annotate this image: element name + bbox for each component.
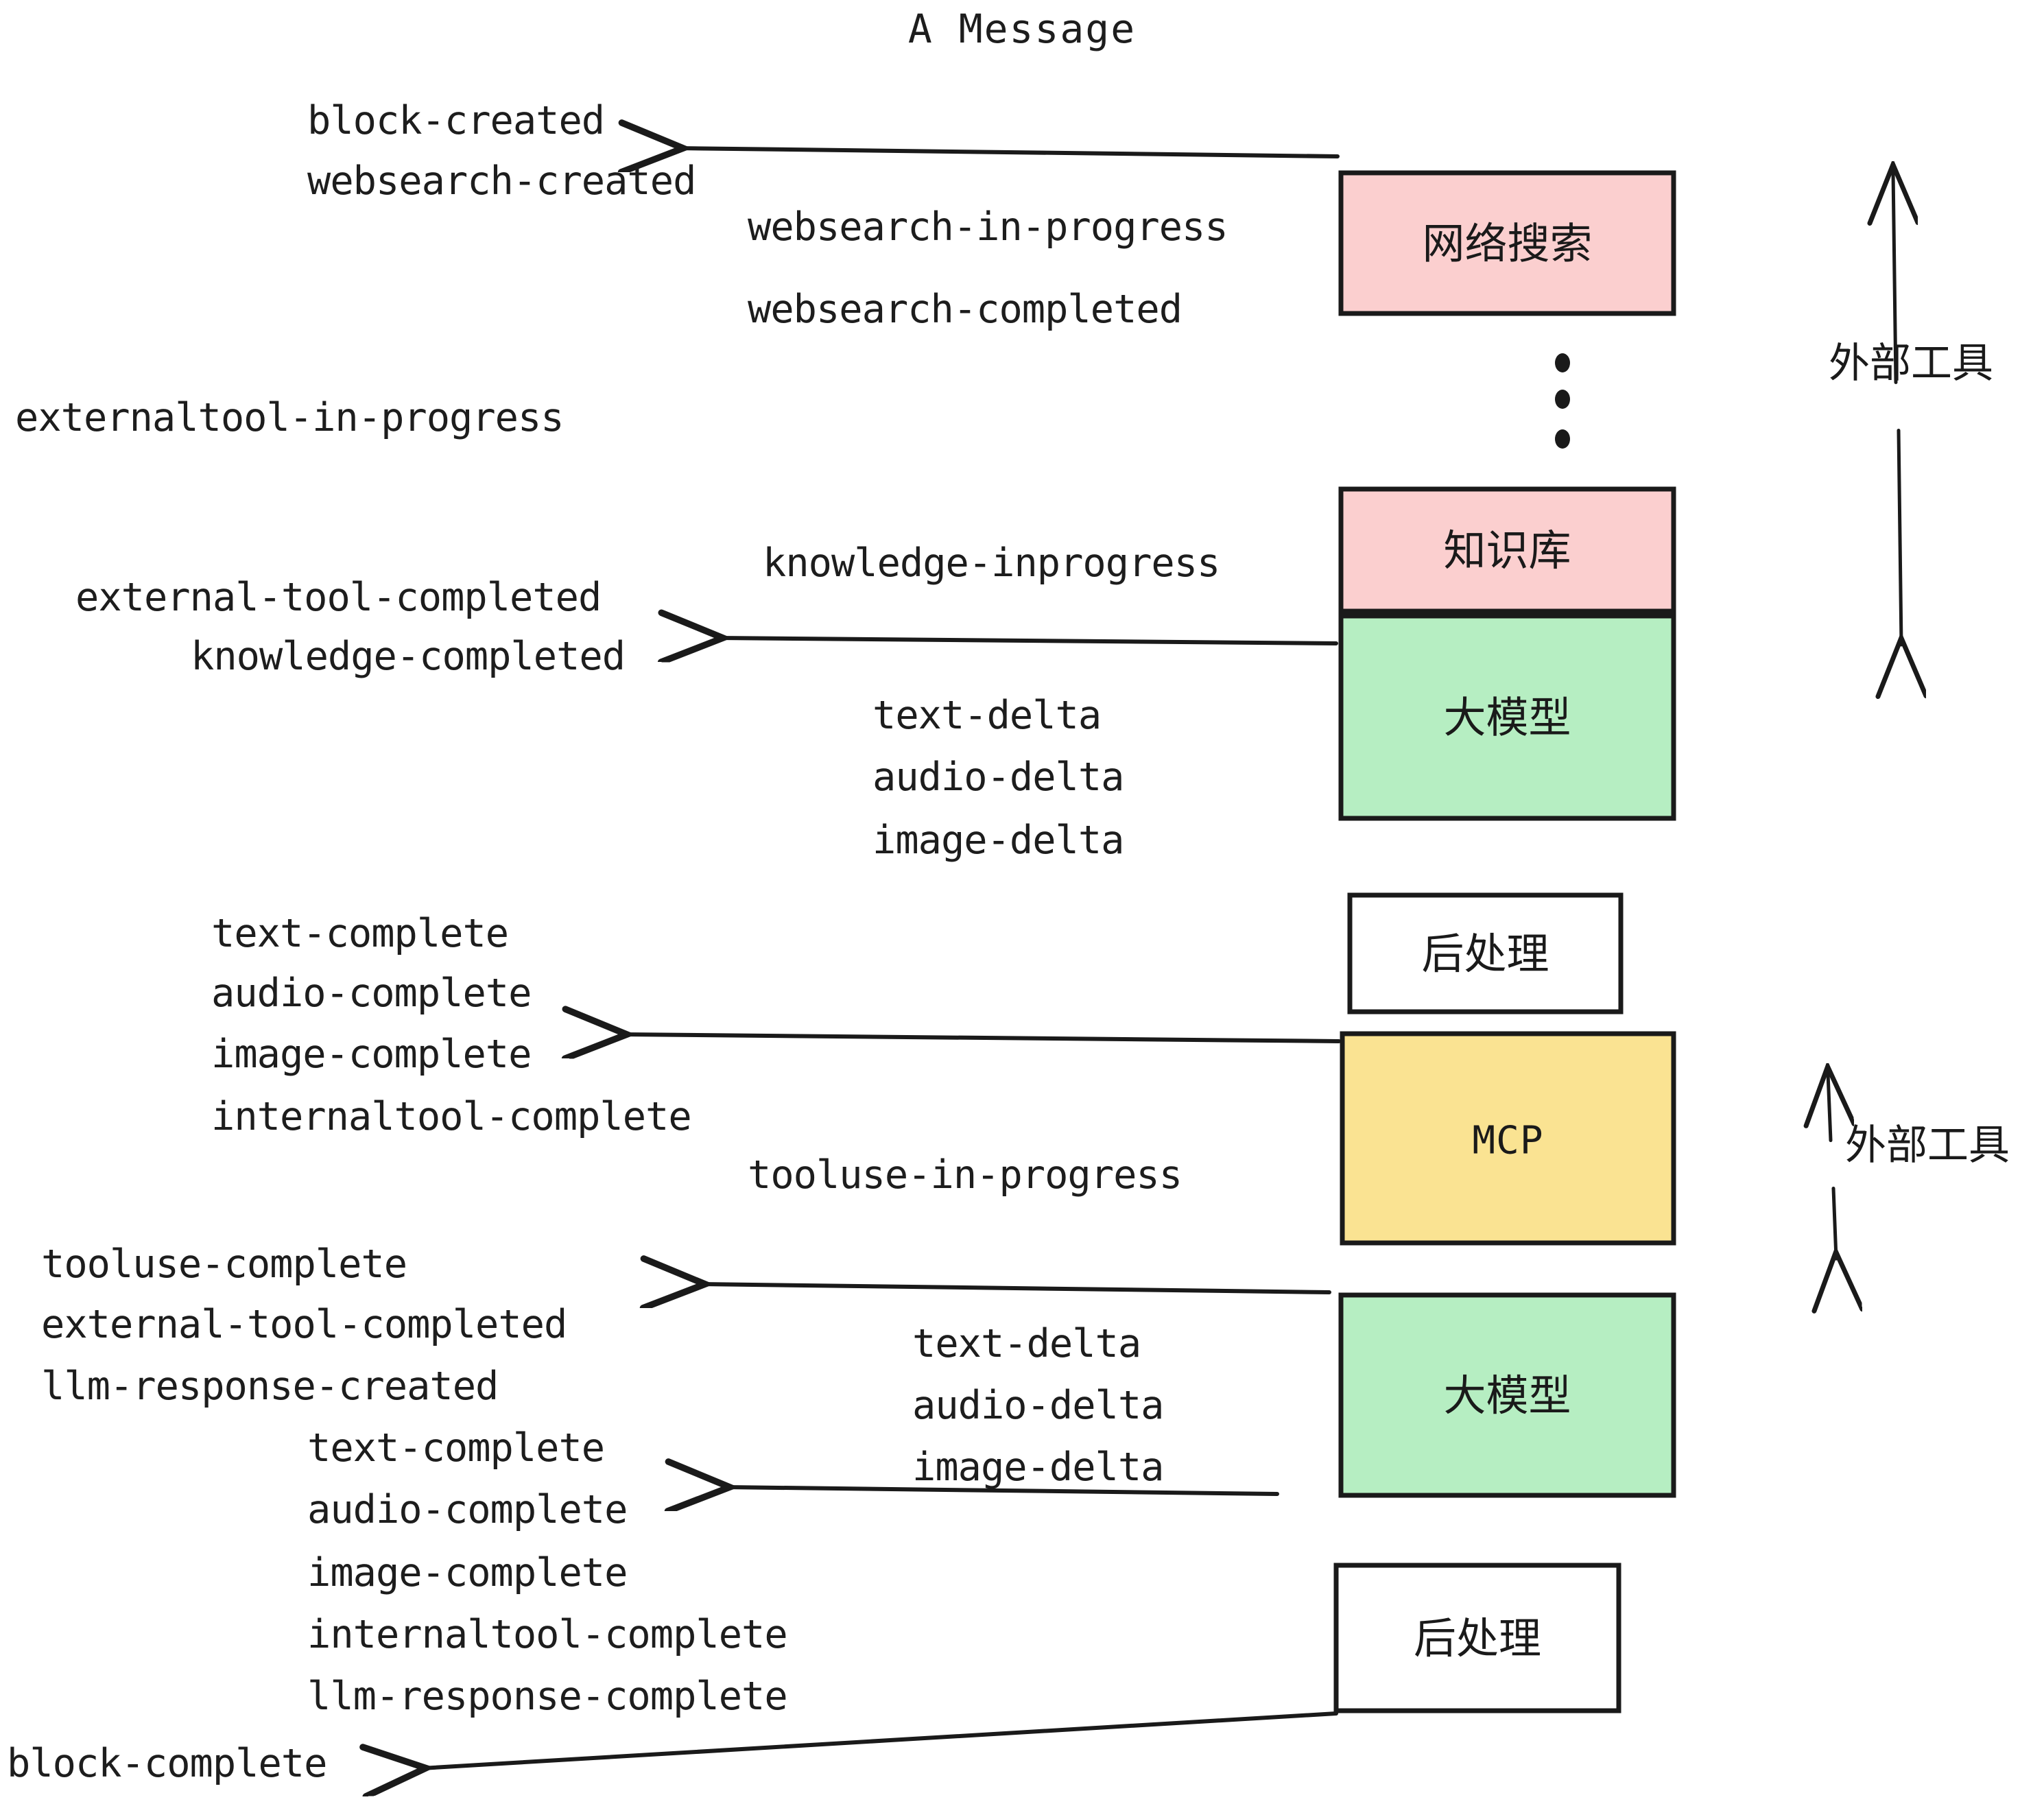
ellipsis-dot-1 [1555, 353, 1570, 372]
event-label-websearch-created: websearch-created [307, 158, 696, 204]
node-box-postprocess-bottom[interactable]: 后处理 [1333, 1563, 1621, 1713]
event-label-text-complete-1: text-complete [211, 911, 508, 956]
external-tool-arrow-top [1893, 171, 1901, 645]
event-label-audio-complete-1: audio-complete [211, 971, 531, 1016]
node-box-llm-bottom[interactable]: 大模型 [1338, 1292, 1676, 1498]
external-tool-arrow-top-down [1899, 429, 1901, 645]
node-box-knowledge[interactable]: 知识库 [1338, 486, 1676, 614]
event-arrows [422, 148, 1341, 1768]
arrow-block-created [679, 148, 1340, 156]
event-label-audio-delta-2: audio-delta [912, 1383, 1164, 1428]
node-box-label-mcp: MCP [1472, 1119, 1543, 1163]
node-box-mcp[interactable]: MCP [1340, 1031, 1676, 1246]
event-label-websearch-in-progress: websearch-in-progress [748, 204, 1228, 250]
ellipsis-dot-3 [1555, 429, 1570, 449]
side-label-external-tool-top: 外部工具 [1829, 340, 1993, 388]
event-label-websearch-completed: websearch-completed [748, 287, 1182, 332]
event-label-block-created: block-created [307, 98, 604, 143]
event-label-image-complete-1: image-complete [211, 1032, 531, 1077]
node-box-shape-knowledge [1338, 486, 1676, 614]
external-tool-arrow-bottom-up [1828, 1073, 1831, 1142]
external-tool-arrow-bottom-down [1833, 1187, 1836, 1259]
event-label-text-complete-2: text-complete [307, 1425, 604, 1471]
event-label-llm-response-complete: llm-response-complete [307, 1674, 787, 1719]
node-box-websearch[interactable]: 网络搜索 [1338, 170, 1676, 316]
event-label-audio-delta-1: audio-delta [872, 755, 1124, 800]
node-box-shape-websearch [1338, 170, 1676, 316]
event-label-externaltool-in-progress: externaltool-in-progress [15, 395, 564, 440]
event-label-block-complete: block-complete [7, 1741, 326, 1786]
node-box-label-postprocess-top: 后处理 [1421, 929, 1549, 979]
event-label-image-complete-2: image-complete [307, 1550, 627, 1595]
event-label-tooluse-complete: tooluse-complete [41, 1242, 407, 1287]
event-label-external-tool-completed-2: external-tool-completed [41, 1302, 567, 1347]
side-label-external-tool-bottom: 外部工具 [1845, 1121, 2010, 1170]
node-box-shape-postprocess-bottom [1333, 1563, 1621, 1713]
node-box-label-knowledge: 知识库 [1443, 525, 1571, 575]
node-box-shape-llm-top [1338, 613, 1676, 821]
event-label-knowledge-completed: knowledge-completed [191, 634, 625, 679]
arrow-knowledge-done [719, 638, 1338, 643]
event-label-tooluse-in-progress: tooluse-in-progress [748, 1152, 1182, 1198]
page-title: A Message [908, 5, 1136, 52]
node-box-shape-llm-bottom [1338, 1292, 1676, 1498]
arrow-tooluse-done [701, 1284, 1331, 1292]
node-box-label-llm-top: 大模型 [1443, 693, 1571, 743]
arrow-block-complete [422, 1711, 1338, 1768]
event-label-knowledge-inprogress: knowledge-inprogress [763, 541, 1220, 586]
external-tool-range-arrows [1828, 171, 1901, 1259]
event-label-external-tool-completed-1: external-tool-completed [75, 575, 601, 620]
arrow-image-complete [623, 1034, 1341, 1041]
event-label-audio-complete-2: audio-complete [307, 1487, 627, 1532]
node-box-llm-top[interactable]: 大模型 [1338, 613, 1676, 821]
node-box-postprocess-top[interactable]: 后处理 [1347, 892, 1624, 1014]
node-box-shape-mcp [1340, 1031, 1676, 1246]
event-labels: block-created websearch-created websearch-… [7, 98, 1228, 1786]
event-label-image-delta-2: image-delta [912, 1445, 1164, 1490]
ellipsis-dot-2 [1555, 390, 1570, 409]
event-label-llm-response-created: llm-response-created [41, 1364, 498, 1409]
event-label-internaltool-complete-1: internaltool-complete [211, 1094, 691, 1139]
external-tool-arrow-top-up [1893, 171, 1896, 384]
node-box-label-websearch: 网络搜索 [1422, 219, 1592, 269]
node-box-shape-postprocess-top [1347, 892, 1624, 1014]
external-tool-arrow-bottom [1828, 1073, 1836, 1259]
event-label-text-delta-2: text-delta [912, 1321, 1141, 1366]
event-label-text-delta-1: text-delta [872, 693, 1101, 738]
arrow-audio-complete [726, 1487, 1279, 1494]
node-box-label-llm-bottom: 大模型 [1443, 1370, 1571, 1421]
event-label-internaltool-complete-2: internaltool-complete [307, 1612, 787, 1657]
event-label-image-delta-1: image-delta [872, 818, 1124, 863]
node-box-label-postprocess-bottom: 后处理 [1414, 1613, 1541, 1663]
ellipsis-dots [1555, 353, 1570, 449]
